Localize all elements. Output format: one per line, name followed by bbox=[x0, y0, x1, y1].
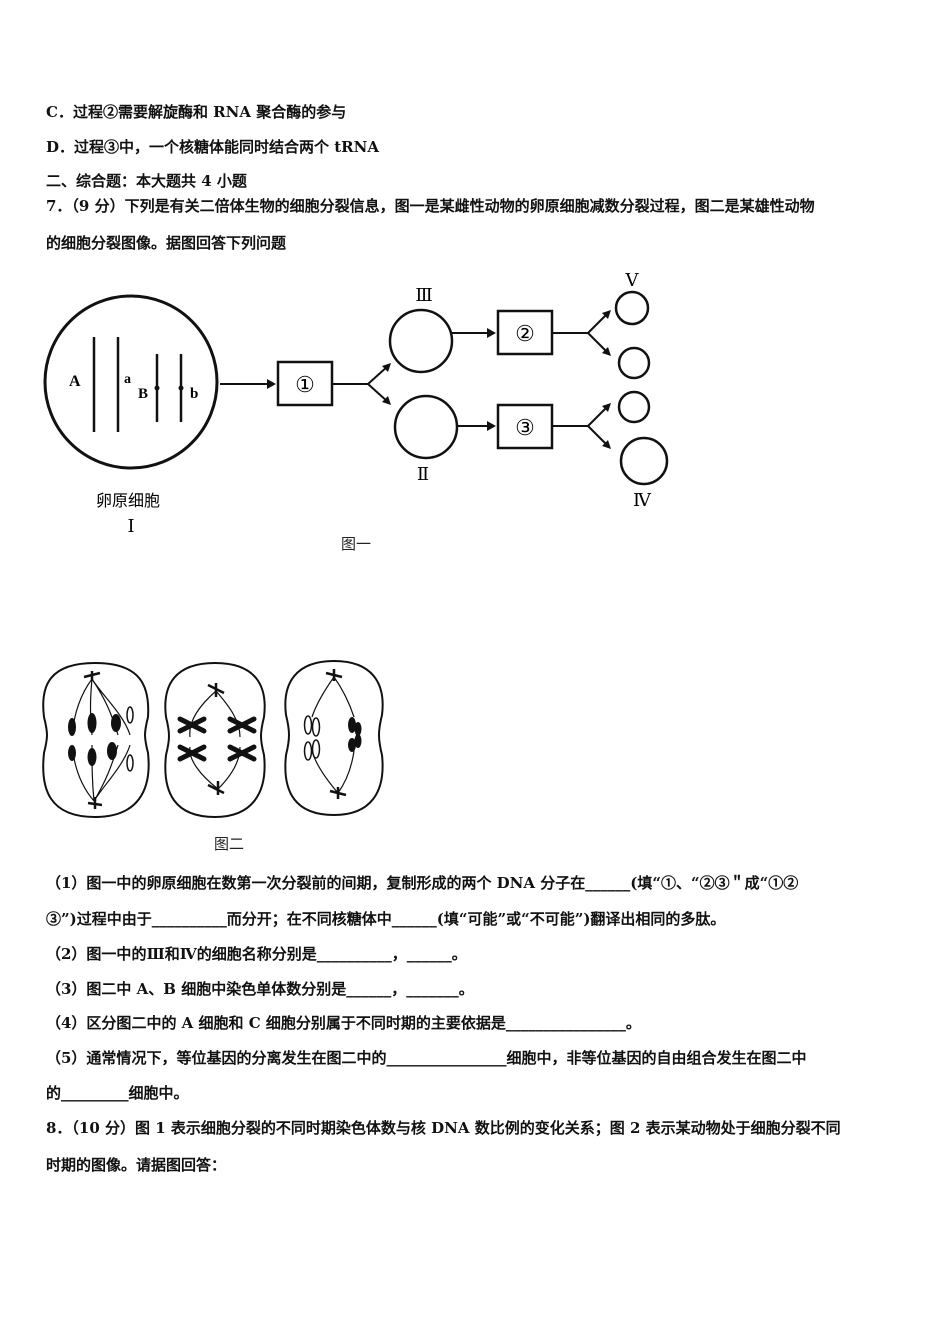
q7-sub1-line2: ③”)过程中由于__________而分开；在不同核糖体中______(填“可能… bbox=[46, 910, 726, 928]
oogonium-cell bbox=[43, 294, 219, 470]
cell-III bbox=[388, 308, 454, 374]
figure-2-caption: 图二 bbox=[214, 835, 245, 853]
question-8-line-2: 时期的图像。请据图回答： bbox=[46, 1156, 227, 1174]
q7-sub4: （4）区分图二中的 A 细胞和 C 细胞分别属于不同时期的主要依据是______… bbox=[46, 1014, 641, 1032]
q7-sub1-line1: （1）图一中的卵原细胞在数第一次分裂前的间期，复制形成的两个 DNA 分子在__… bbox=[46, 874, 799, 892]
cell-II bbox=[393, 394, 459, 460]
oogonium-numeral: Ⅰ bbox=[127, 516, 134, 536]
cell-C-image bbox=[284, 659, 384, 817]
q7-sub5-line2: 的_________细胞中。 bbox=[46, 1084, 189, 1102]
figure-2 bbox=[40, 655, 400, 830]
q7-sub5-line1: （5）通常情况下，等位基因的分离发生在图二中的________________细… bbox=[46, 1049, 807, 1067]
cell-A-image bbox=[42, 661, 150, 819]
oogonium-label: 卵原细胞 bbox=[96, 492, 160, 510]
section-heading: 二、综合题：本大题共 4 小题 bbox=[46, 172, 247, 190]
polar-body-2 bbox=[617, 346, 651, 380]
polar-body-3 bbox=[617, 390, 651, 424]
question-8-line-1: 8．（10 分）图 1 表示细胞分裂的不同时期染色体数与核 DNA 数比例的变化… bbox=[46, 1119, 841, 1137]
svg-text:③: ③ bbox=[515, 415, 535, 440]
question-7-line-1: 7．（9 分）下列是有关二倍体生物的细胞分裂信息，图一是某雌性动物的卵原细胞减数… bbox=[46, 197, 815, 215]
label-V: Ⅴ bbox=[625, 270, 640, 290]
gene-label-B: B bbox=[138, 386, 148, 402]
question-7-line-2: 的细胞分裂图像。据图回答下列问题 bbox=[46, 234, 287, 252]
cell-V bbox=[614, 290, 650, 326]
gene-label-a: a bbox=[124, 372, 131, 387]
gene-label-A: A bbox=[69, 373, 81, 390]
label-II: Ⅱ bbox=[417, 464, 429, 484]
label-III: Ⅲ bbox=[415, 285, 432, 305]
option-d: D．过程③中，一个核糖体能同时结合两个 tRNA bbox=[46, 138, 379, 156]
label-IV: Ⅳ bbox=[633, 490, 652, 510]
figure-1-caption: 图一 bbox=[341, 535, 372, 553]
q7-sub3: （3）图二中 A、B 细胞中染色单体数分别是______，_______。 bbox=[46, 980, 474, 998]
q7-sub2: （2）图一中的Ⅲ和Ⅳ的细胞名称分别是__________，______。 bbox=[46, 945, 467, 963]
svg-text:②: ② bbox=[515, 321, 535, 346]
figure-1: A a B b ① Ⅲ Ⅱ ② ③ bbox=[40, 262, 690, 562]
svg-text:①: ① bbox=[295, 372, 315, 397]
option-c: C．过程②需要解旋酶和 RNA 聚合酶的参与 bbox=[46, 103, 347, 121]
cell-B-image bbox=[164, 661, 266, 819]
gene-label-b: b bbox=[190, 386, 198, 402]
cell-IV bbox=[619, 436, 669, 486]
